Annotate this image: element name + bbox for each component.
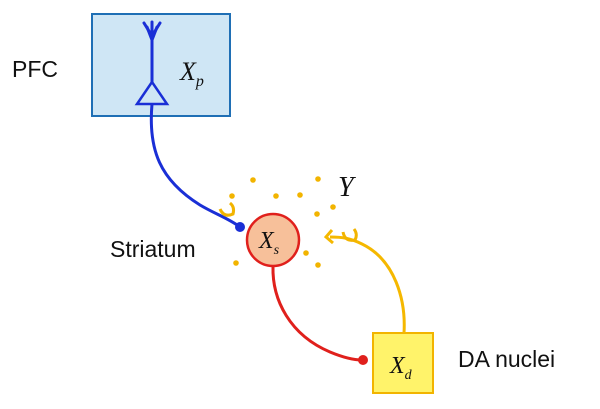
striatum-terminal [358,355,368,365]
dopamine-dot [229,193,235,199]
da-to-striatum-pathway [329,235,406,334]
dopamine-dots [229,176,336,268]
xp-label: Xp [179,57,204,90]
da-nuclei-label: DA nuclei [458,346,556,372]
dopamine-dot [250,177,256,183]
receptor-icon [341,228,358,242]
dopamine-dot [330,204,336,210]
dopamine-dot [314,211,320,217]
dopamine-dot [233,260,239,266]
receptor-icon [218,201,236,217]
da-nuclei-box [372,332,434,394]
pfc-label: PFC [12,56,58,82]
dopamine-dot [315,176,321,182]
dopamine-dot [273,193,279,199]
striatum-label: Striatum [110,236,196,262]
xd-label: Xd [389,353,413,383]
y-label: Y [338,172,357,203]
dopamine-dot [315,262,321,268]
da-arrowhead-icon [323,229,334,245]
pfc-terminal [235,222,245,232]
pfc-box [91,13,231,117]
dopamine-dot [303,250,309,256]
xs-label: Xs [258,228,280,258]
striatum-to-da-pathway [271,265,363,362]
pfc-to-striatum-pathway [149,103,241,229]
dopamine-dot [297,192,303,198]
